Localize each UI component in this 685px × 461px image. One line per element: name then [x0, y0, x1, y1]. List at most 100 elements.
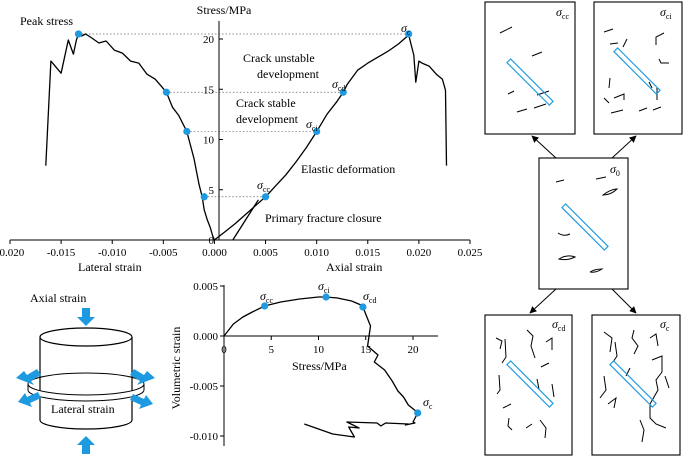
arrow-bottom-left	[18, 392, 41, 407]
main-y-tick-label: 10	[203, 135, 215, 147]
flaw-ci	[613, 47, 661, 95]
main-y-tick-label: 20	[203, 34, 215, 46]
vol-x-tick-label: 15	[360, 344, 372, 356]
volumetric-point	[261, 302, 269, 310]
annotation-crack-stable: Crack stable development	[236, 96, 299, 126]
main-y-ticks: 0 5 10 15 20	[203, 34, 223, 247]
panel-sigma-cc: σcc	[484, 1, 576, 135]
vol-y-axis-label: Volumetric strain	[169, 327, 183, 410]
panel-sigma-0: σ0	[538, 157, 629, 290]
vol-x-tick-label: 10	[313, 344, 325, 356]
main-x-tick-label: -0.005	[149, 247, 178, 259]
vol-y-tick-label: 0.000	[193, 331, 218, 343]
panel-sigma-cd: σcd	[484, 314, 573, 456]
vol-points	[261, 293, 422, 417]
stress-strain-chart: -0.020 -0.015 -0.010 -0.005 0.000 0.005 0.010 0…	[0, 3, 483, 274]
panel-sigma-ci: σci	[593, 1, 683, 135]
panel-sigma-c: σc	[591, 314, 681, 456]
vol-x-axis-label: Stress/MPa	[292, 359, 347, 373]
annotation-elastic-deformation: Elastic deformation	[301, 162, 395, 176]
main-x-tick-label: -0.020	[0, 247, 25, 259]
arrow-left	[16, 369, 41, 385]
specimen-axial-label: Axial strain	[30, 291, 86, 305]
stress-point	[162, 88, 170, 96]
flaw-0	[561, 203, 609, 251]
main-y-axis-label: Stress/MPa	[197, 3, 252, 17]
main-y-tick-label: 0	[209, 235, 215, 247]
svg-text:Crack unstable: Crack unstable	[243, 51, 315, 65]
main-x-tick-label: 0.005	[253, 247, 278, 259]
stress-point	[339, 88, 347, 96]
flaw-cc	[506, 58, 554, 106]
svg-text:σ0: σ0	[610, 162, 620, 178]
label-sigma-c-vol: σc	[423, 395, 433, 411]
main-x-tick-label: 0.000	[202, 247, 227, 259]
specimen-ring-front	[27, 383, 145, 402]
vol-x-tick-label: 5	[269, 344, 275, 356]
main-x-tick-label: 0.025	[458, 247, 483, 259]
stress-point	[74, 30, 83, 38]
stress-point	[261, 193, 270, 201]
svg-text:Crack stable: Crack stable	[236, 96, 296, 110]
series-axial	[214, 34, 448, 241]
label-sigma-cc-main: σcc	[257, 178, 270, 194]
main-x-tick-label: 0.020	[407, 247, 432, 259]
svg-text:σcd: σcd	[552, 317, 565, 333]
series-volumetric	[223, 296, 419, 438]
main-x-tick-label: 0.010	[304, 247, 329, 259]
vol-x-tick-label: 0	[221, 344, 227, 356]
arrow-to-cd	[529, 288, 557, 314]
label-sigma-cc-vol: σcc	[260, 289, 273, 305]
svg-text:development: development	[236, 112, 299, 126]
main-x-tick-label: 0.015	[355, 247, 380, 259]
stress-point	[313, 127, 321, 136]
label-sigma-cd-vol: σcd	[363, 289, 376, 305]
volumetric-point	[359, 303, 367, 311]
main-y-tick-label: 15	[203, 84, 215, 96]
series-lateral	[45, 33, 216, 241]
main-x-label-lateral: Lateral strain	[78, 260, 142, 274]
label-sigma-ci-main: σci	[306, 117, 318, 133]
volumetric-point	[322, 293, 330, 301]
arrow-to-c	[611, 288, 637, 314]
flaw-cd	[506, 360, 554, 408]
main-x-tick-label: -0.015	[47, 247, 76, 259]
svg-text:σc: σc	[660, 317, 670, 333]
main-y-tick-label: 5	[209, 185, 215, 197]
arrow-bottom	[77, 436, 95, 454]
vol-y-tick-label: -0.010	[190, 431, 219, 443]
volumetric-point	[414, 409, 422, 417]
main-x-tick-label: -0.010	[98, 247, 127, 259]
main-guides	[78, 33, 409, 198]
panel-arrows	[529, 135, 637, 314]
series-elastic	[232, 199, 259, 241]
arrow-to-cc	[531, 135, 557, 159]
label-sigma-c-main: σc	[401, 21, 411, 37]
main-x-label-axial: Axial strain	[326, 260, 382, 274]
main-points	[74, 30, 413, 201]
crack-panels: σcc σci σ0 σcd σc	[484, 1, 683, 456]
arrow-to-ci	[611, 135, 637, 159]
main-x-ticks: -0.020 -0.015 -0.010 -0.005 0.000 0.005 0.010 0…	[0, 240, 483, 259]
stress-point	[183, 127, 191, 136]
stress-point	[200, 193, 208, 201]
arrow-bottom-right	[130, 394, 153, 409]
flaw-c	[609, 360, 657, 408]
vol-y-tick-label: 0.005	[193, 281, 218, 293]
label-sigma-ci-vol: σci	[318, 279, 330, 295]
annotation-primary-fracture-closure: Primary fracture closure	[265, 211, 382, 225]
label-sigma-cd-main: σcd	[332, 77, 345, 93]
svg-text:σci: σci	[660, 5, 672, 21]
arrow-top	[77, 308, 95, 326]
specimen-lateral-label: Lateral strain	[51, 402, 115, 416]
vol-x-tick-label: 20	[408, 344, 420, 356]
arrow-right	[130, 369, 155, 385]
stress-point	[405, 30, 413, 38]
specimen-schematic: Axial strain Lateral strain	[16, 291, 155, 454]
vol-x-ticks: 0 5 10 15 20	[221, 336, 419, 356]
specimen-top-face	[39, 327, 133, 347]
svg-text:development: development	[257, 67, 320, 81]
